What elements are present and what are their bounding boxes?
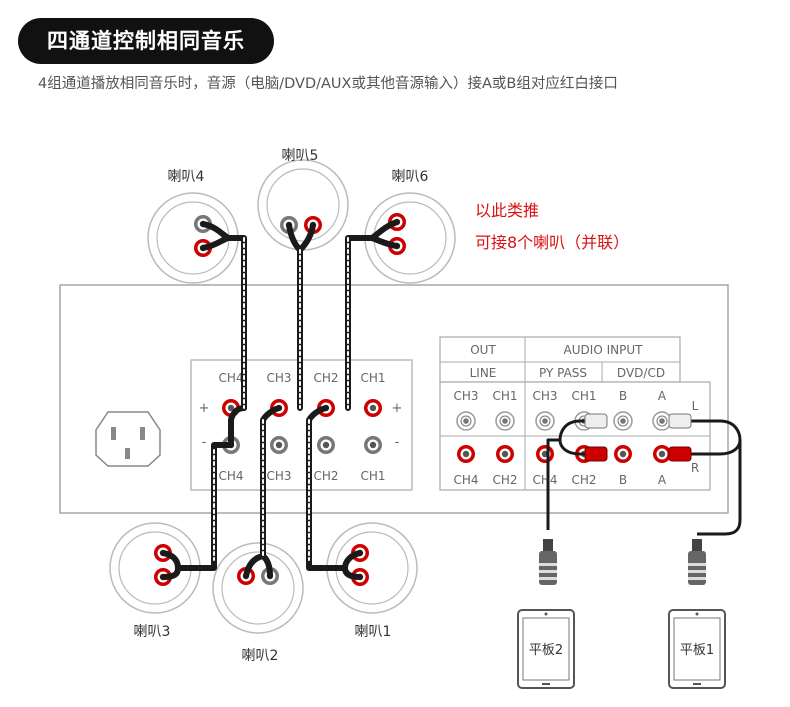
speaker-1-label: 喇叭1 <box>355 624 392 640</box>
power-socket-icon <box>95 411 161 467</box>
speaker-3-label: 喇叭3 <box>134 624 171 640</box>
label-ch4-bottom: CH4 <box>218 469 243 483</box>
label-ch3-top: CH3 <box>266 371 291 385</box>
label-audio-input: AUDIO INPUT <box>564 343 644 357</box>
rca-cables <box>546 419 742 536</box>
speaker-5 <box>257 159 349 251</box>
label-io-pass-ch3: CH3 <box>532 389 557 403</box>
label-ch1-top: CH1 <box>360 371 385 385</box>
speaker-6-label: 喇叭6 <box>392 169 429 185</box>
label-line: LINE <box>470 366 497 380</box>
tablet-2 <box>517 609 575 689</box>
label-dvd-cd: DVD/CD <box>617 366 665 380</box>
label-ch2-bottom: CH2 <box>313 469 338 483</box>
section-title: 四通道控制相同音乐 <box>18 18 274 64</box>
rca-plugs-to-panel <box>584 413 692 462</box>
label-ch4-top: CH4 <box>218 371 243 385</box>
label-out: OUT <box>470 343 496 357</box>
label-io-b-bottom: B <box>619 473 627 487</box>
label-plus-right: + <box>392 401 403 416</box>
tablet-2-label: 平板2 <box>529 643 563 658</box>
label-io-pass-ch4: CH4 <box>532 473 557 487</box>
label-minus-right: - <box>395 435 400 450</box>
tablet-1-label: 平板1 <box>680 643 714 658</box>
label-io-pass-ch1: CH1 <box>571 389 596 403</box>
rca-plugs-to-tablets <box>539 539 706 585</box>
label-l: L <box>692 399 699 413</box>
label-r: R <box>691 461 699 475</box>
speaker-4-label: 喇叭4 <box>168 169 205 185</box>
label-io-b-top: B <box>619 389 627 403</box>
note-line-1: 以此类推 <box>475 201 539 220</box>
label-io-ch1: CH1 <box>492 389 517 403</box>
instruction-text: 4组通道播放相同音乐时，音源（电脑/DVD/AUX或其他音源输入）接A或B组对应… <box>38 76 618 92</box>
label-plus-left: + <box>199 401 210 416</box>
label-ch3-bottom: CH3 <box>266 469 291 483</box>
label-io-a-top: A <box>658 389 667 403</box>
label-io-a-bottom: A <box>658 473 667 487</box>
tablet-1 <box>668 609 726 689</box>
label-py-pass: PY PASS <box>539 366 587 380</box>
label-minus-left: - <box>202 435 207 450</box>
audio-io-header <box>439 336 681 383</box>
label-io-ch2: CH2 <box>492 473 517 487</box>
speaker-5-label: 喇叭5 <box>282 148 319 164</box>
label-io-pass-ch2: CH2 <box>571 473 596 487</box>
speaker-2-label: 喇叭2 <box>242 648 279 664</box>
label-ch2-top: CH2 <box>313 371 338 385</box>
label-io-ch3: CH3 <box>453 389 478 403</box>
label-io-ch4: CH4 <box>453 473 478 487</box>
label-ch1-bottom: CH1 <box>360 469 385 483</box>
speaker-cables <box>160 219 400 580</box>
note-line-2: 可接8个喇叭（并联） <box>475 233 629 252</box>
